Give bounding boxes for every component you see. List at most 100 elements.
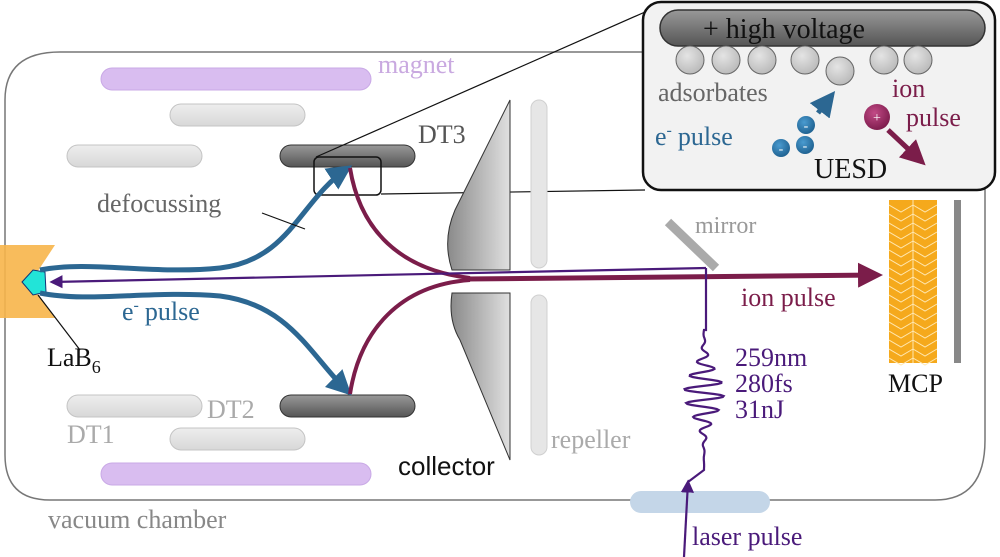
adsorbate-molecule <box>790 45 820 75</box>
mcp-channel <box>888 276 914 285</box>
mcp-channel <box>888 258 914 267</box>
svg-text:-: - <box>803 139 808 154</box>
laser-wavelength: 259nm <box>735 343 807 372</box>
mcp-channel <box>888 267 914 276</box>
adsorbate-molecule <box>711 45 741 75</box>
mcp-channel <box>888 303 914 312</box>
mcp-channel <box>888 348 914 357</box>
inset-ion-pulse-label: pulse <box>906 103 961 132</box>
dt-bottom-lower <box>169 427 306 451</box>
electron-particle: - <box>796 136 814 154</box>
mcp-channel <box>912 330 938 339</box>
mcp-channel <box>888 294 914 303</box>
zoom-region-box <box>313 156 382 196</box>
repeller-upper <box>530 99 548 269</box>
high-voltage-label: + high voltage <box>703 14 865 45</box>
mcp-channel <box>888 204 914 213</box>
uesd-inset: + high voltage adsorbates ion pulse e-pu… <box>641 0 997 192</box>
mcp-channel <box>912 303 938 312</box>
mcp-channel <box>912 285 938 294</box>
mcp-channel <box>888 213 914 222</box>
mcp-channel <box>912 249 938 258</box>
magnet-label: magnet <box>378 50 455 79</box>
zoom-line-bottom <box>380 189 646 195</box>
dt1-label: DT1 <box>67 420 115 449</box>
mirror-label: mirror <box>695 213 756 239</box>
svg-text:+: + <box>873 111 881 126</box>
mcp-channel <box>912 222 938 231</box>
uesd-label: UESD <box>814 154 887 185</box>
electron-particle: - <box>772 139 790 157</box>
collector-lower <box>450 292 511 461</box>
mcp-channel <box>912 294 938 303</box>
laser-window <box>630 491 770 513</box>
dt1-top <box>66 144 203 168</box>
mcp-channel <box>888 330 914 339</box>
electron-arrow <box>809 91 836 119</box>
laser-beam-incoming <box>683 268 726 483</box>
vacuum-chamber-label: vacuum chamber <box>48 505 227 534</box>
lab6-label: LaB6 <box>47 343 101 377</box>
mcp-channel <box>888 231 914 240</box>
mcp-channel <box>912 213 938 222</box>
mcp-channel <box>888 240 914 249</box>
ion-arrow <box>886 128 926 166</box>
adsorbate-molecule <box>747 45 777 75</box>
laser-pulse-label: laser pulse <box>692 522 802 551</box>
mcp-channel <box>912 357 938 366</box>
mcp-channel <box>888 339 914 348</box>
dt2-label: DT2 <box>207 395 255 424</box>
mcp-channel <box>912 258 938 267</box>
mcp-channel <box>912 240 938 249</box>
lab6-pointer <box>37 294 81 351</box>
magnet-top <box>100 67 372 91</box>
mcp-channel <box>888 285 914 294</box>
dt1-bottom <box>66 394 203 418</box>
mcp-channel <box>912 276 938 285</box>
laser-beam-reflected <box>49 266 707 289</box>
repeller-label: repeller <box>551 425 631 454</box>
adsorbate-molecule <box>825 56 855 86</box>
adsorbates-label: adsorbates <box>658 78 768 107</box>
ion-particle: + <box>864 104 890 130</box>
high-voltage-electrode <box>659 9 986 47</box>
laser-beam-lower <box>680 479 695 557</box>
mcp-channel <box>912 339 938 348</box>
ion-pulse-label: ion pulse <box>741 283 836 312</box>
svg-text:-: - <box>779 142 784 157</box>
adsorbate-molecule <box>903 45 933 75</box>
mcp-channel <box>912 312 938 321</box>
repeller-lower <box>530 294 548 456</box>
inset-e-pulse-label: e-pulse <box>655 122 733 151</box>
mcp-channel <box>912 348 938 357</box>
e-pulse-label: e-pulse <box>122 297 200 326</box>
mcp-label: MCP <box>888 369 943 398</box>
adsorbate-molecules <box>675 45 933 86</box>
mcp-channel <box>912 204 938 213</box>
collector-upper <box>447 99 511 271</box>
defocussing-label: defocussing <box>97 189 221 218</box>
magnet-bottom <box>100 462 372 486</box>
mcp-channel <box>888 222 914 231</box>
lab6-crystal <box>21 269 47 296</box>
inset-ion-label: ion <box>892 74 925 103</box>
zoom-line-top <box>315 11 646 158</box>
mcp-channel <box>912 231 938 240</box>
dt-top-upper <box>169 103 306 127</box>
defocussing-pointer <box>261 212 306 230</box>
ion-trajectory-lower <box>348 278 471 395</box>
laser-energy: 31nJ <box>735 395 784 424</box>
mcp-channel <box>888 312 914 321</box>
electron-particle: - <box>797 116 815 134</box>
mirror <box>664 218 720 272</box>
dt3-electrode <box>279 144 416 168</box>
electron-trajectory-up <box>39 165 353 273</box>
electron-trajectory-down <box>39 290 352 396</box>
collector-label: collector <box>398 451 495 481</box>
adsorbate-molecule <box>675 45 705 75</box>
svg-text:-: - <box>804 119 809 134</box>
mcp-channel <box>912 321 938 330</box>
mcp-channel <box>888 357 914 366</box>
mcp-channel <box>912 267 938 276</box>
